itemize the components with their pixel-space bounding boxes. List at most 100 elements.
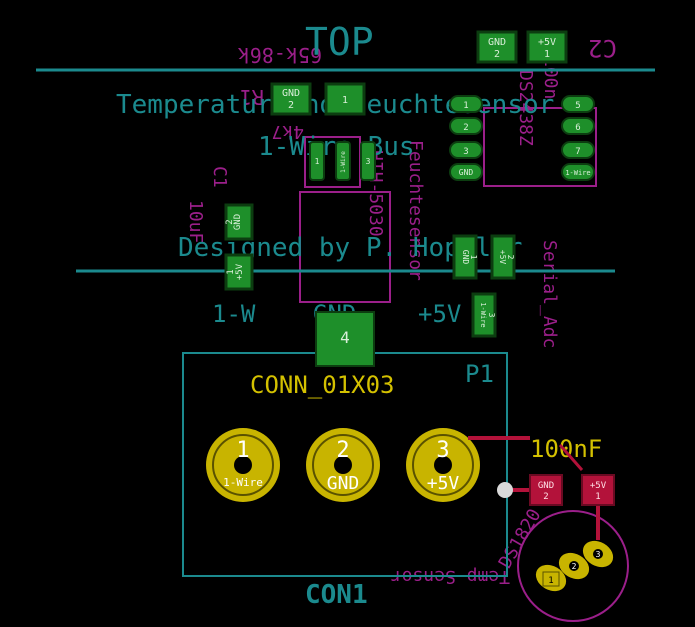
ic-pad-6[interactable]: 6	[561, 117, 595, 135]
mid-pad-1wire[interactable]: 1-Wire 3	[471, 292, 497, 338]
br-pad-gnd[interactable]: GND 2	[529, 474, 563, 506]
c1-pads: GND 2 +5V 1	[224, 203, 254, 291]
ds-pin-2-hole	[569, 561, 579, 571]
c1-pad-5v-net: +5V	[235, 263, 245, 280]
c1-pad-gnd[interactable]: GND 2	[224, 203, 254, 241]
c1-pad-gnd-shape	[224, 203, 254, 241]
c1-pad-gnd-net: GND	[233, 214, 243, 230]
fab-r1-value: 4k7	[271, 121, 304, 142]
connector-value: CONN_01X03	[250, 371, 395, 399]
r-pad-1-num: 1	[342, 95, 348, 106]
silk-con1-ref: CON1	[305, 580, 368, 610]
c1-pad-5v[interactable]: +5V 1	[224, 253, 254, 291]
c1-pad-5v-shape	[224, 253, 254, 291]
ic-pad-1-num: 1	[463, 101, 468, 111]
r-pad-gnd-net: GND	[282, 88, 300, 99]
ds-pin-1[interactable]: 1	[531, 560, 571, 597]
hih-pad-2-net: 1-Wire	[340, 151, 347, 173]
hih-pad-1[interactable]: 1	[309, 141, 325, 181]
fab-serial2-vertical: Serial_Adc	[539, 240, 560, 348]
fab-c1-ref: C1	[209, 166, 230, 188]
ic-pad-2[interactable]: 2	[449, 117, 483, 135]
ic-pads: 1 2 3 GND 5 6 7 1-Wire	[449, 95, 595, 181]
mid-pad-1wire-num: 3	[487, 313, 496, 318]
br-pad-gnd-num: 2	[543, 492, 548, 502]
ic-pad-8-net: 1-Wire	[565, 169, 590, 177]
connector-pin-1[interactable]: 1 1-Wire	[206, 428, 280, 502]
ds-pin-2[interactable]: 2	[554, 548, 594, 585]
mid-pad-5v[interactable]: +5V 2	[490, 234, 516, 280]
mid-pad-gnd-net: GND	[461, 250, 470, 265]
top-pad-5v-shape	[526, 30, 568, 64]
br-pad-5v-net: +5V	[590, 481, 607, 491]
pin-1-number: 1	[236, 438, 249, 463]
c1-pad-gnd-num: 2	[225, 219, 235, 224]
top-pad-5v[interactable]: +5V 1	[526, 30, 568, 64]
r-pad-1[interactable]: 1	[324, 82, 366, 116]
pin-1-net: 1-Wire	[223, 476, 263, 489]
pin-1-hole	[234, 456, 252, 474]
ds-pin-3-hole	[593, 549, 603, 559]
ic-pad-3-num: 3	[463, 147, 468, 157]
silk-label-5v: +5V	[418, 300, 461, 328]
br-pad-5v[interactable]: +5V 1	[581, 474, 615, 506]
mid-pad-gnd-shape	[452, 234, 478, 280]
connector-pin-3[interactable]: 3 +5V	[406, 428, 480, 502]
pad-4[interactable]: 4	[315, 311, 375, 367]
fabrication-layer	[299, 107, 629, 622]
ic-pad-8[interactable]: 1-Wire	[561, 163, 595, 181]
mid-pad-5v-num: 2	[506, 255, 515, 260]
ic-pad-4-shape	[449, 163, 483, 181]
r-pad-gnd-num: 2	[288, 100, 294, 111]
top-cap-pads: GND 2 +5V 1	[476, 30, 568, 64]
top-pad-5v-net: +5V	[538, 37, 556, 48]
ic-pad-2-shape	[449, 117, 483, 135]
ic-pad-7-shape	[561, 141, 595, 159]
ds-pin-1-square	[542, 571, 560, 587]
ds-pin-3[interactable]: 3	[578, 536, 618, 573]
pin-2-hole	[334, 456, 352, 474]
hih-pad-3[interactable]: 3	[360, 141, 376, 181]
br-pad-gnd-net: GND	[538, 481, 554, 491]
ic-pad-3-shape	[449, 141, 483, 159]
resistor-pads: GND 2 1	[270, 82, 366, 116]
ic-pad-1-shape	[449, 95, 483, 113]
ic-pad-5-num: 5	[575, 101, 580, 111]
connector-pins: 1 1-Wire 2 GND 3 +5V	[206, 428, 480, 502]
hih-pad-2[interactable]: 1-Wire	[335, 141, 351, 181]
mid-pads: GND 1 +5V 2 1-Wire 3	[452, 234, 516, 338]
connector-pin-2[interactable]: 2 GND	[306, 428, 380, 502]
fab-c1-value: 10uF	[185, 200, 206, 243]
fab-resistor-value: 65k-86k	[238, 43, 322, 67]
r-pad-gnd[interactable]: GND 2	[270, 82, 312, 116]
mid-pad-1wire-net: 1-Wire	[479, 302, 487, 327]
fab-c2-ref: C2	[588, 34, 617, 62]
silk-lines	[36, 68, 655, 273]
mid-pad-gnd[interactable]: GND 1	[452, 234, 478, 280]
top-pad-gnd[interactable]: GND 2	[476, 30, 518, 64]
pin-1-inner-ring	[212, 434, 274, 496]
fab-ic-ref: IC1	[490, 79, 492, 81]
fab-feuchte-vertical: Feuchtesensor	[405, 140, 426, 281]
ds-pin-2-num: 2	[572, 562, 577, 571]
ic-pad-4-net: GND	[459, 168, 474, 177]
pad-4-shape	[315, 311, 375, 367]
top-pad-5v-num: 1	[544, 49, 550, 60]
pin-2-number: 2	[336, 438, 349, 463]
ic-pad-1[interactable]: 1	[449, 95, 483, 113]
pin-2-net: GND	[327, 473, 360, 494]
ic-outline	[483, 107, 597, 187]
ic-pad-5-shape	[561, 95, 595, 113]
br-pad-5v-num: 1	[595, 492, 600, 502]
ic-pad-3[interactable]: 3	[449, 141, 483, 159]
silk-p1-ref: P1	[465, 360, 494, 388]
top-pad-gnd-net: GND	[488, 37, 506, 48]
ic-pad-5[interactable]: 5	[561, 95, 595, 113]
ic-pad-8-shape	[561, 163, 595, 181]
ic-pad-4[interactable]: GND	[449, 163, 483, 181]
ds-pin-3-num: 3	[596, 550, 601, 559]
pin-3-hole	[434, 456, 452, 474]
ic-pad-7[interactable]: 7	[561, 141, 595, 159]
br-pad-5v-shape	[581, 474, 615, 506]
c1-pad-5v-num: 1	[226, 269, 236, 274]
